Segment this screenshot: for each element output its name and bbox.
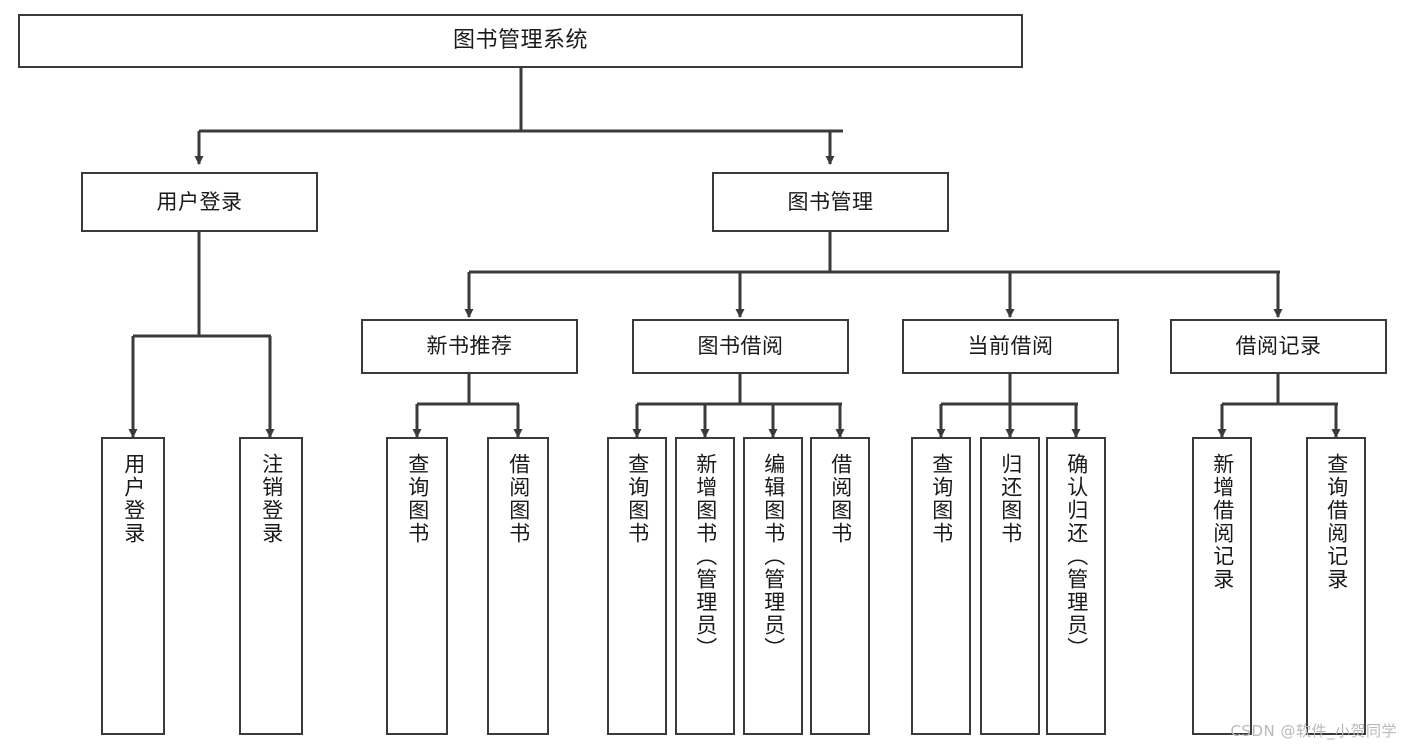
node-label: 查询借阅记录 bbox=[1324, 453, 1349, 591]
node-new-book-recommend[interactable]: 新书推荐 bbox=[361, 319, 578, 374]
node-leaf-logout[interactable]: 注销登录 bbox=[239, 437, 303, 735]
node-leaf-query-borrow-record[interactable]: 查询借阅记录 bbox=[1306, 437, 1366, 735]
node-label: 新增图书（管理员） bbox=[693, 453, 718, 660]
node-current-borrow[interactable]: 当前借阅 bbox=[902, 319, 1119, 374]
node-label: 新书推荐 bbox=[426, 334, 513, 359]
node-label: 用户登录 bbox=[156, 189, 243, 214]
node-leaf-borrow-book-recommend[interactable]: 借阅图书 bbox=[487, 437, 549, 735]
node-label: 借阅图书 bbox=[828, 453, 853, 545]
node-label: 归还图书 bbox=[998, 453, 1023, 545]
node-label: 新增借阅记录 bbox=[1210, 453, 1235, 591]
node-label: 用户登录 bbox=[121, 453, 146, 545]
node-root-book-management-system[interactable]: 图书管理系统 bbox=[18, 14, 1023, 68]
node-label: 查询图书 bbox=[405, 453, 430, 545]
node-label: 查询图书 bbox=[625, 453, 650, 545]
node-leaf-query-book-borrow[interactable]: 查询图书 bbox=[607, 437, 667, 735]
node-label: 查询图书 bbox=[929, 453, 954, 545]
node-user-login[interactable]: 用户登录 bbox=[81, 172, 318, 232]
node-leaf-query-book-recommend[interactable]: 查询图书 bbox=[386, 437, 448, 735]
watermark-text: CSDN @软件_小贺同学 bbox=[1230, 722, 1397, 740]
node-leaf-add-book-admin[interactable]: 新增图书（管理员） bbox=[675, 437, 735, 735]
node-leaf-return-book[interactable]: 归还图书 bbox=[980, 437, 1040, 735]
node-leaf-user-login[interactable]: 用户登录 bbox=[101, 437, 165, 735]
node-leaf-query-book-current[interactable]: 查询图书 bbox=[911, 437, 971, 735]
node-label: 编辑图书（管理员） bbox=[761, 453, 786, 660]
node-leaf-add-borrow-record[interactable]: 新增借阅记录 bbox=[1192, 437, 1252, 735]
node-leaf-borrow-book[interactable]: 借阅图书 bbox=[810, 437, 870, 735]
node-book-management[interactable]: 图书管理 bbox=[712, 172, 949, 232]
node-borrow-record[interactable]: 借阅记录 bbox=[1170, 319, 1387, 374]
node-label: 当前借阅 bbox=[967, 334, 1054, 359]
node-label: 注销登录 bbox=[259, 453, 284, 545]
node-label: 借阅记录 bbox=[1235, 334, 1322, 359]
node-label: 图书管理 bbox=[787, 189, 874, 214]
node-label: 借阅图书 bbox=[506, 453, 531, 545]
node-book-borrow[interactable]: 图书借阅 bbox=[632, 319, 849, 374]
node-label: 图书管理系统 bbox=[452, 28, 588, 54]
node-leaf-edit-book-admin[interactable]: 编辑图书（管理员） bbox=[743, 437, 803, 735]
node-label: 确认归还（管理员） bbox=[1064, 453, 1089, 660]
node-leaf-confirm-return-admin[interactable]: 确认归还（管理员） bbox=[1046, 437, 1106, 735]
node-label: 图书借阅 bbox=[697, 334, 784, 359]
